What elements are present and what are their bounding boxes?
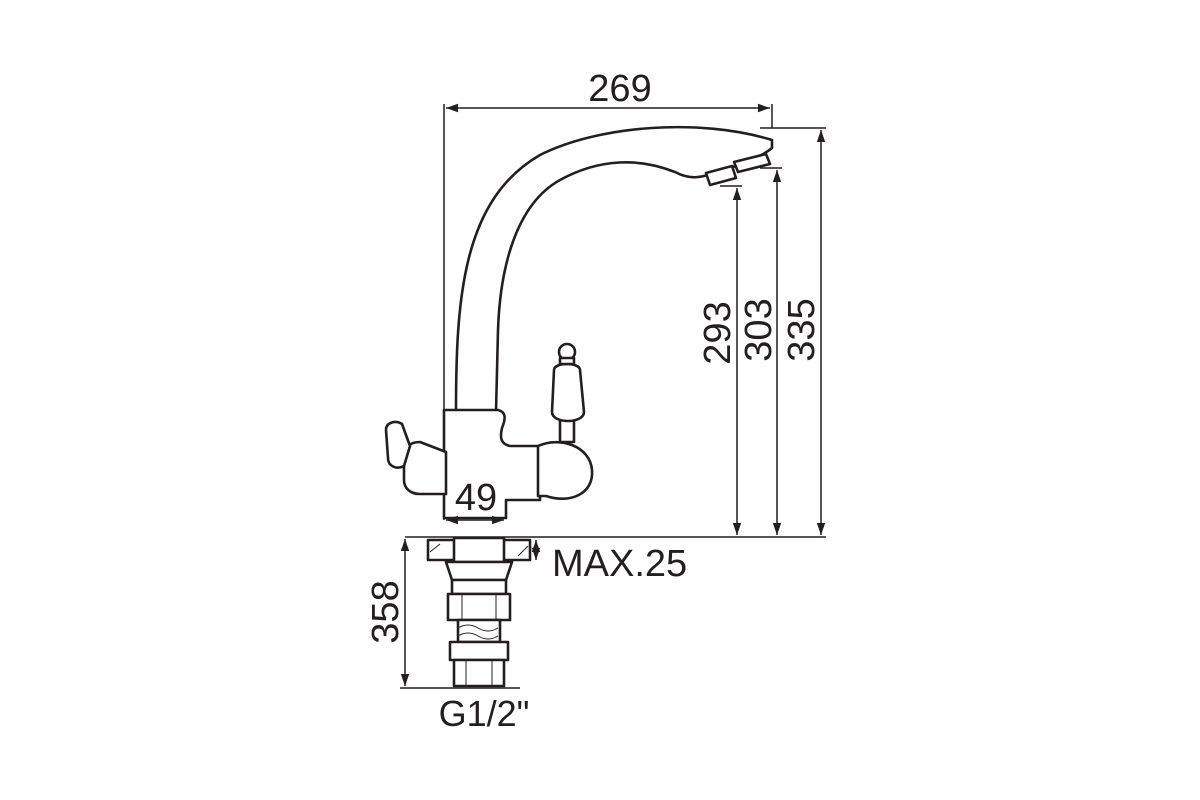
label-49: 49 — [455, 477, 497, 519]
label-358: 358 — [365, 580, 407, 643]
handle-grip — [550, 362, 586, 423]
label-thread: G1/2" — [439, 693, 530, 734]
dim-heights: 293 303 335 — [405, 127, 826, 538]
supply-hose: 358 G1/2" — [365, 539, 529, 734]
left-valve — [402, 440, 448, 496]
hatch-1 — [429, 543, 441, 553]
braid-wave-1 — [457, 624, 499, 632]
left-lever — [384, 420, 412, 469]
handle-stem — [558, 418, 576, 444]
faucet-body — [384, 125, 774, 520]
handle-collar — [558, 356, 576, 366]
label-335: 335 — [781, 298, 823, 361]
label-293: 293 — [697, 301, 739, 364]
mount-nut — [452, 536, 506, 564]
hose-braid — [456, 618, 502, 644]
label-max25: MAX.25 — [552, 543, 687, 585]
body-block — [442, 408, 542, 520]
nozzle-left — [704, 164, 738, 187]
hatch-2 — [517, 545, 529, 557]
shank-top — [444, 560, 514, 582]
countertop-section: MAX.25 — [426, 536, 687, 585]
braid-wave-2 — [457, 632, 499, 640]
label-width-top: 269 — [588, 68, 651, 110]
label-303: 303 — [738, 298, 780, 361]
nozzle-right — [732, 152, 772, 174]
hose-nut-lower — [452, 658, 506, 688]
hose-nut-upper — [446, 592, 512, 622]
shank-collar — [450, 578, 508, 596]
right-valve-dome — [536, 440, 594, 501]
dim-base: 49 — [446, 477, 504, 525]
hose-nut-middle — [448, 640, 510, 662]
